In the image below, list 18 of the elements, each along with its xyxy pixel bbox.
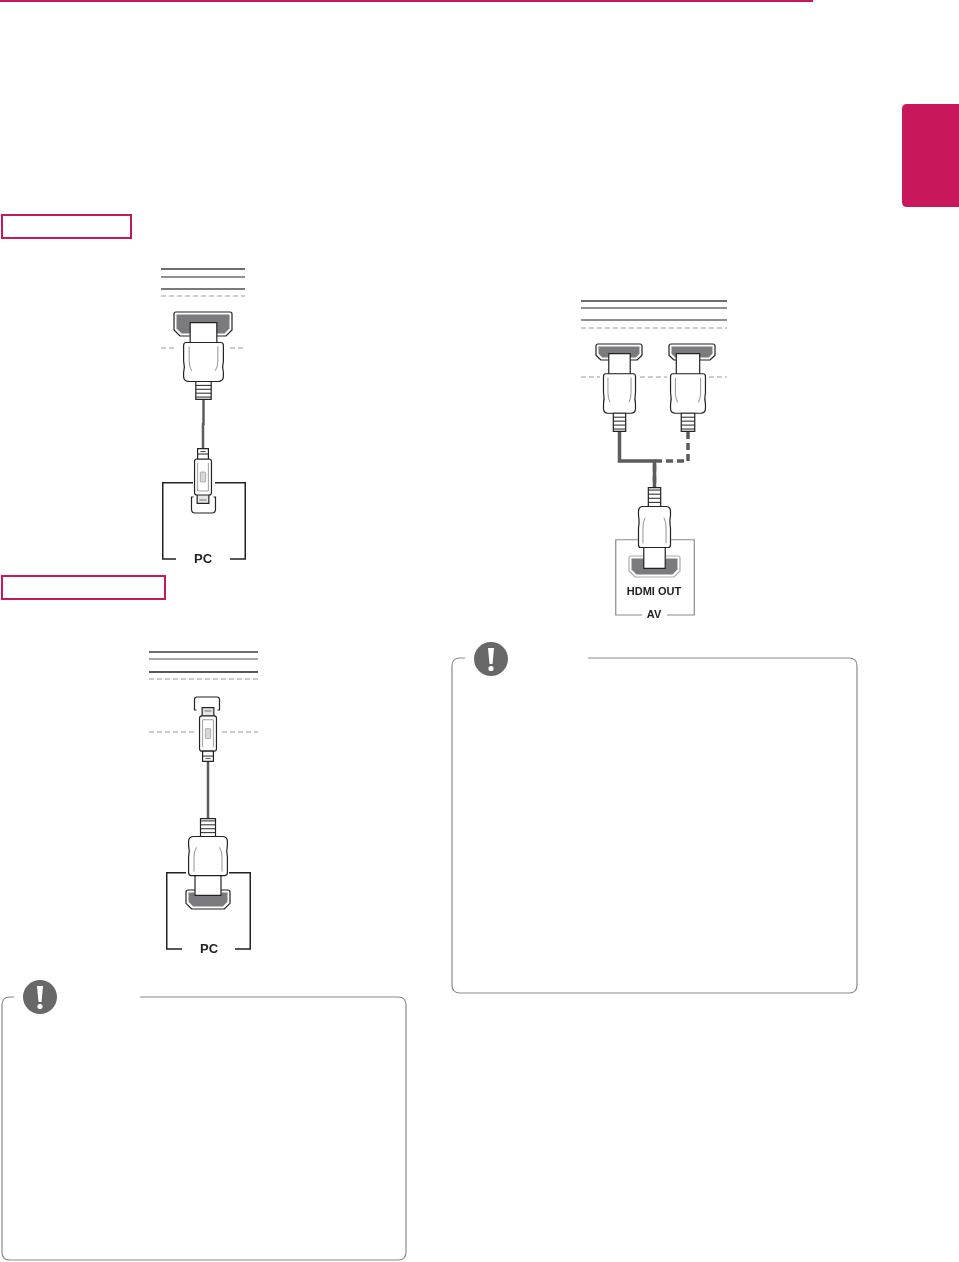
port-label: HDMI OUT [626,585,682,597]
cable-plug [199,707,217,762]
device-label: AV [646,608,662,620]
device-frame [615,539,695,621]
cable-plug [183,322,224,400]
cable-plug [603,353,636,432]
device-label: PC [199,941,219,955]
cable-line [617,432,657,487]
cable-line [201,400,205,448]
cable-plug [188,818,228,896]
cable-plug [670,353,706,432]
device-label: PC [193,551,213,565]
cable-plug [194,448,212,504]
cable-plug [638,487,671,569]
device-frame [166,872,251,955]
device-frame [162,482,246,565]
side-tab [902,104,959,207]
cable-line [206,762,210,818]
